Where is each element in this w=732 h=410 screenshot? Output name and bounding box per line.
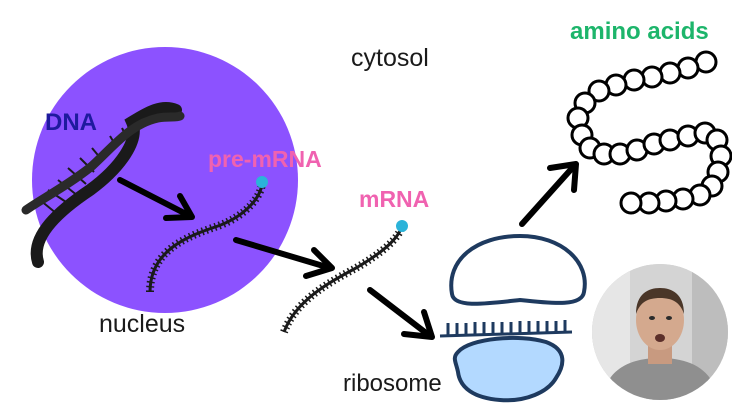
amino-acid-bead bbox=[619, 191, 643, 215]
nucleus-label: nucleus bbox=[99, 310, 186, 338]
arrow-premrna-to-mrna bbox=[233, 237, 335, 279]
ribosome-icon bbox=[439, 233, 587, 403]
arrow-dna-to-premrna bbox=[117, 177, 195, 221]
amino-acids-label: amino acids bbox=[570, 18, 709, 45]
presenter-avatar bbox=[592, 264, 728, 400]
pre-mrna-strand bbox=[146, 176, 268, 293]
pre-mrna-cap bbox=[256, 176, 268, 188]
ribosome-large-subunit bbox=[449, 233, 587, 306]
mrna-cap bbox=[396, 220, 408, 232]
mrna-label: mRNA bbox=[359, 186, 430, 212]
ribosome-comb bbox=[439, 320, 573, 338]
arrow-ribosome-to-amino-acids bbox=[519, 161, 579, 227]
nucleus-circle bbox=[32, 47, 298, 313]
dna-label: DNA bbox=[45, 109, 97, 136]
dna-helix-icon bbox=[21, 101, 185, 268]
ribosome-small-subunit bbox=[452, 335, 565, 403]
ribosome-label: ribosome bbox=[343, 370, 442, 397]
presenter-icon bbox=[592, 264, 728, 400]
cytosol-label: cytosol bbox=[351, 44, 429, 72]
amino-acid-chain-icon bbox=[566, 50, 732, 215]
arrow-mrna-to-ribosome bbox=[367, 287, 435, 340]
pre-mrna-label: pre-mRNA bbox=[208, 146, 322, 172]
mrna-strand bbox=[280, 220, 408, 334]
